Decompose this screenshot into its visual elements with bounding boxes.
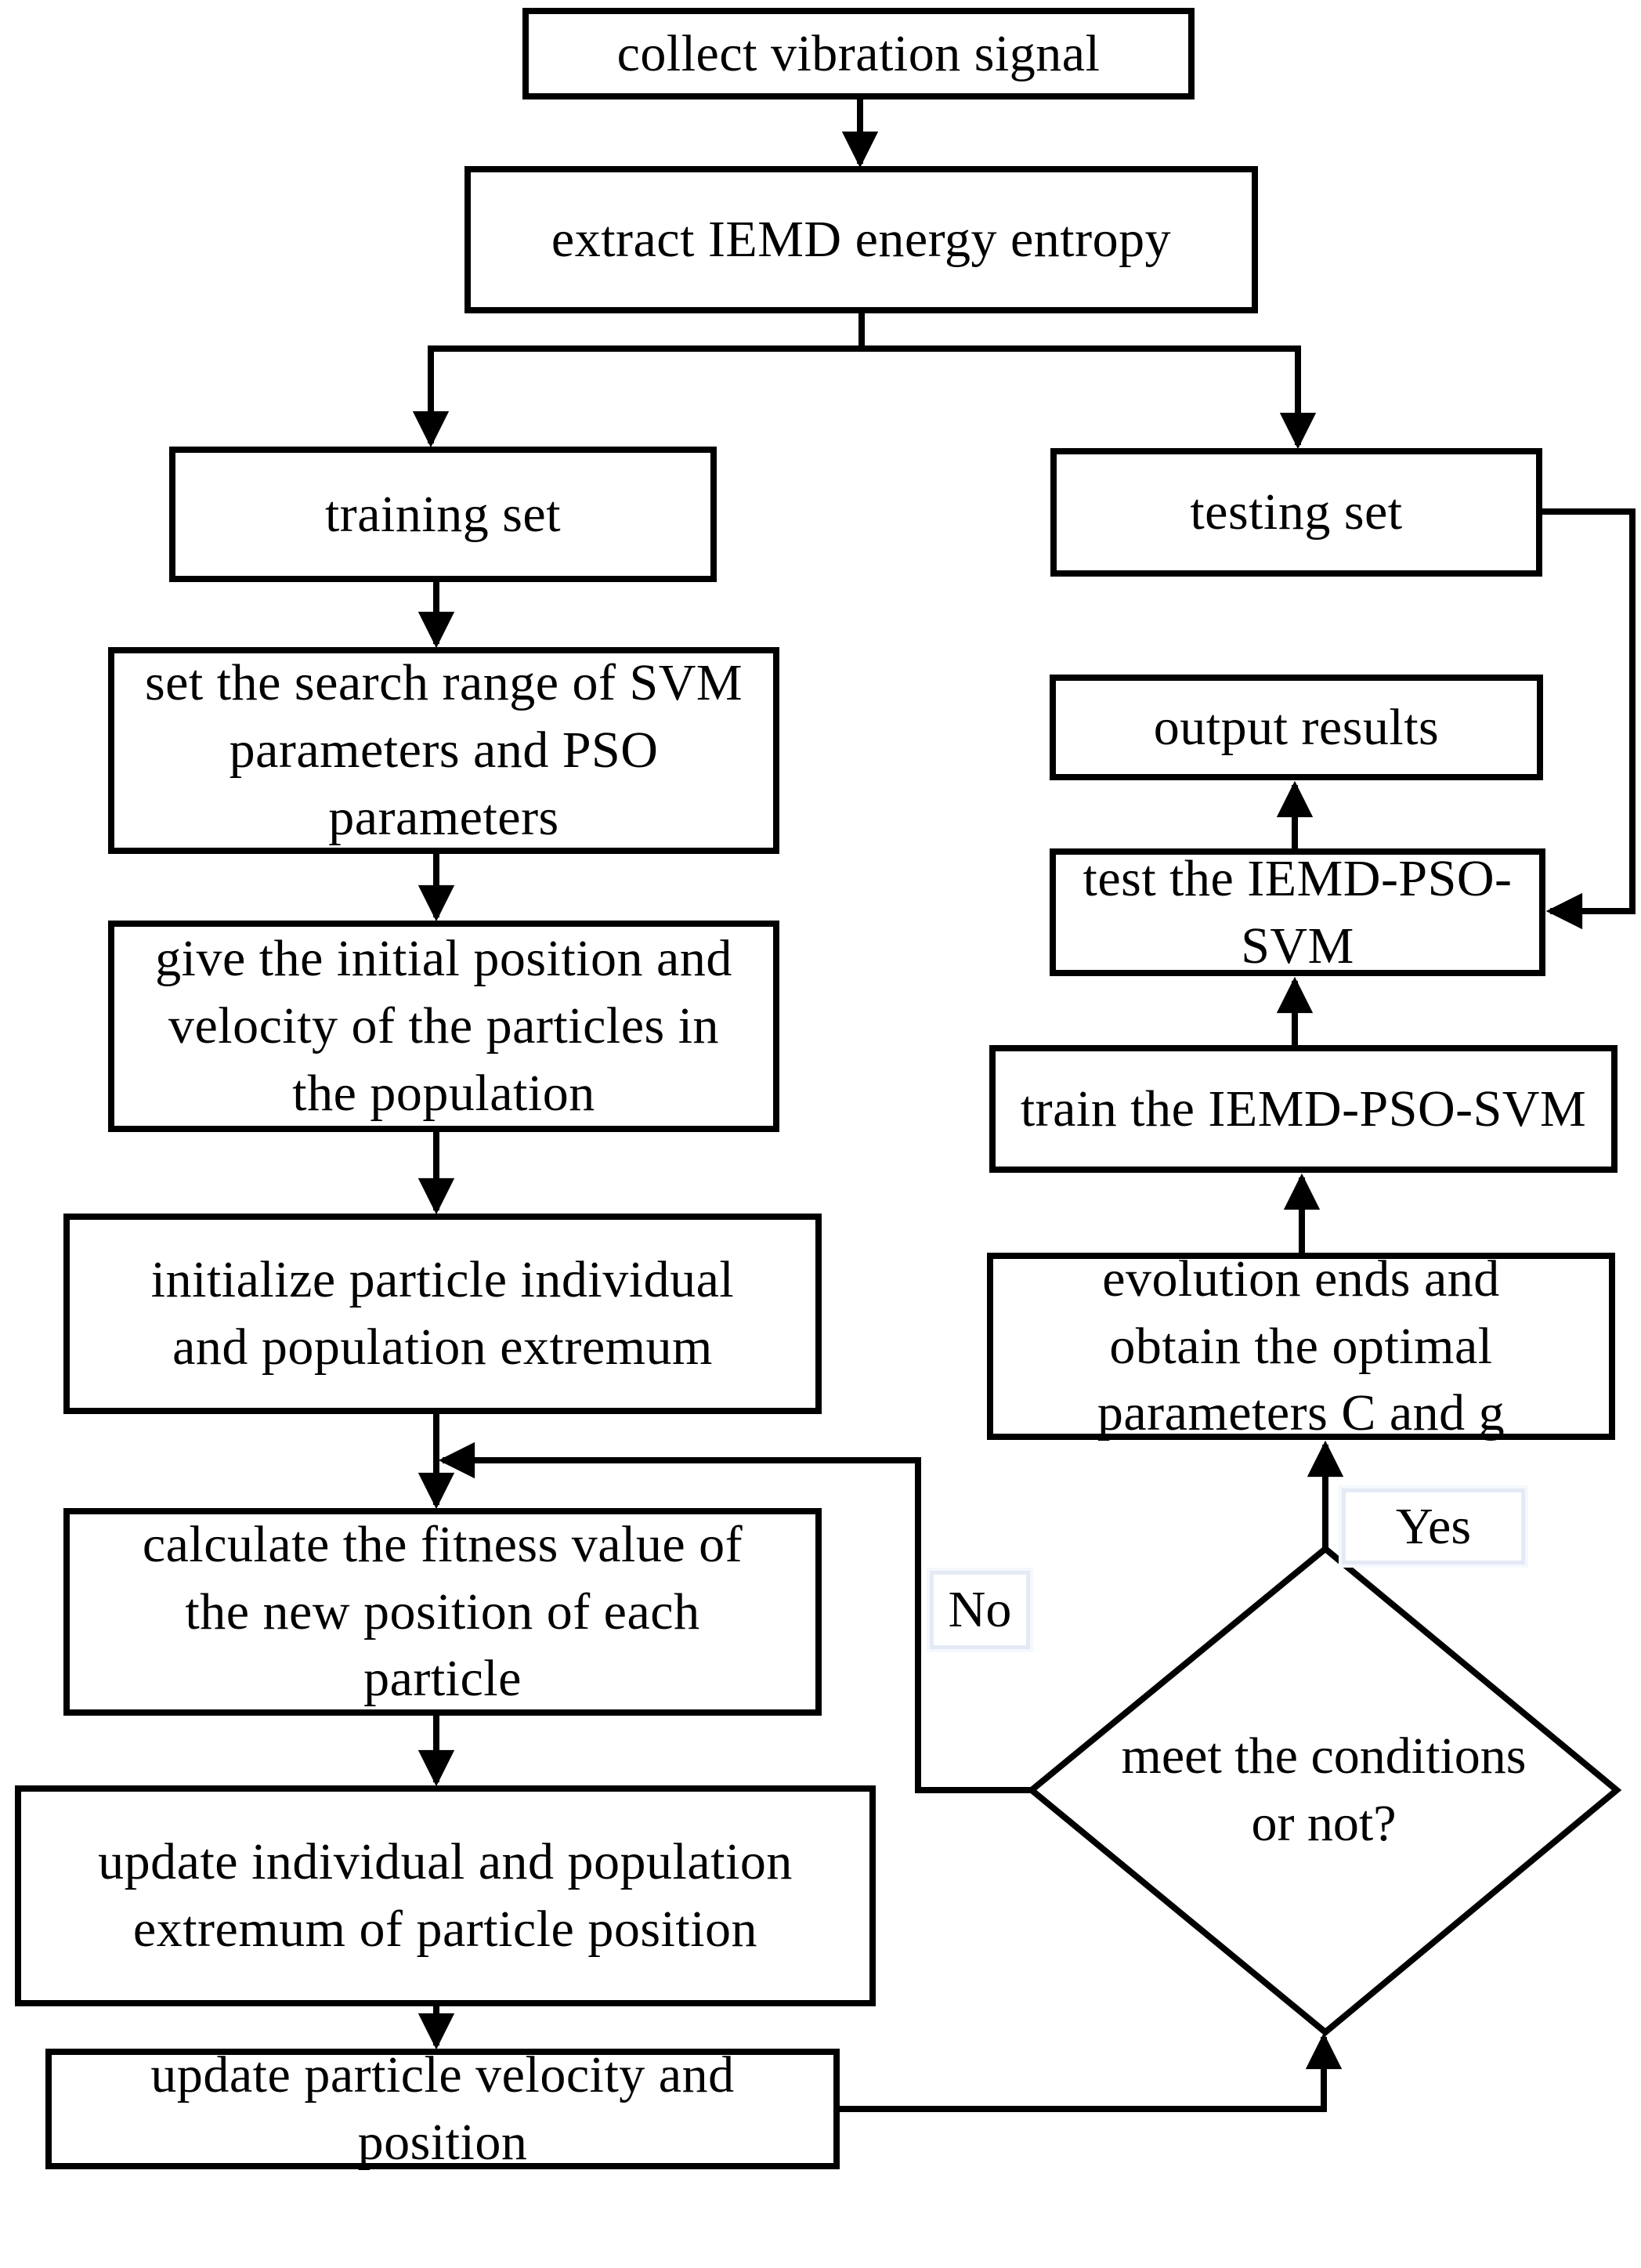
arrow-decision-no-feedback: [438, 1441, 1035, 1793]
arrow-testing-to-test: [1539, 508, 1636, 930]
node-train-iemd-pso-svm: train the IEMD-PSO-SVM: [989, 1045, 1618, 1173]
edge-label-no: No: [930, 1571, 1030, 1649]
node-update-velocity-position: update particle velocity and position: [45, 2046, 840, 2171]
node-update-extremum: update individual and population extremu…: [15, 1785, 876, 2006]
node-testing-set: testing set: [1050, 448, 1542, 577]
decision-label: meet the conditions or not?: [1121, 1727, 1527, 1852]
node-test-iemd-pso-svm: test the IEMD-PSO- SVM: [1050, 848, 1545, 976]
node-calculate-fitness: calculate the fitness value of the new p…: [63, 1508, 822, 1716]
decision-diamond: [1026, 1544, 1622, 2037]
node-training-set: training set: [169, 447, 717, 582]
node-initialize-extremum: initialize particle individual and popul…: [63, 1214, 822, 1414]
arrow-updatevelocity-to-decision: [837, 2032, 1343, 2112]
node-output-results: output results: [1050, 675, 1543, 780]
edge-label-yes: Yes: [1342, 1488, 1525, 1564]
node-evolution-ends: evolution ends and obtain the optimal pa…: [987, 1250, 1615, 1441]
node-give-initial-position: give the initial position and velocity o…: [108, 921, 779, 1132]
node-extract-iemd-energy-entropy: extract IEMD energy entropy: [464, 166, 1258, 313]
node-set-search-range: set the search range of SVM parameters a…: [108, 647, 779, 854]
node-collect-vibration-signal: collect vibration signal: [522, 8, 1195, 99]
